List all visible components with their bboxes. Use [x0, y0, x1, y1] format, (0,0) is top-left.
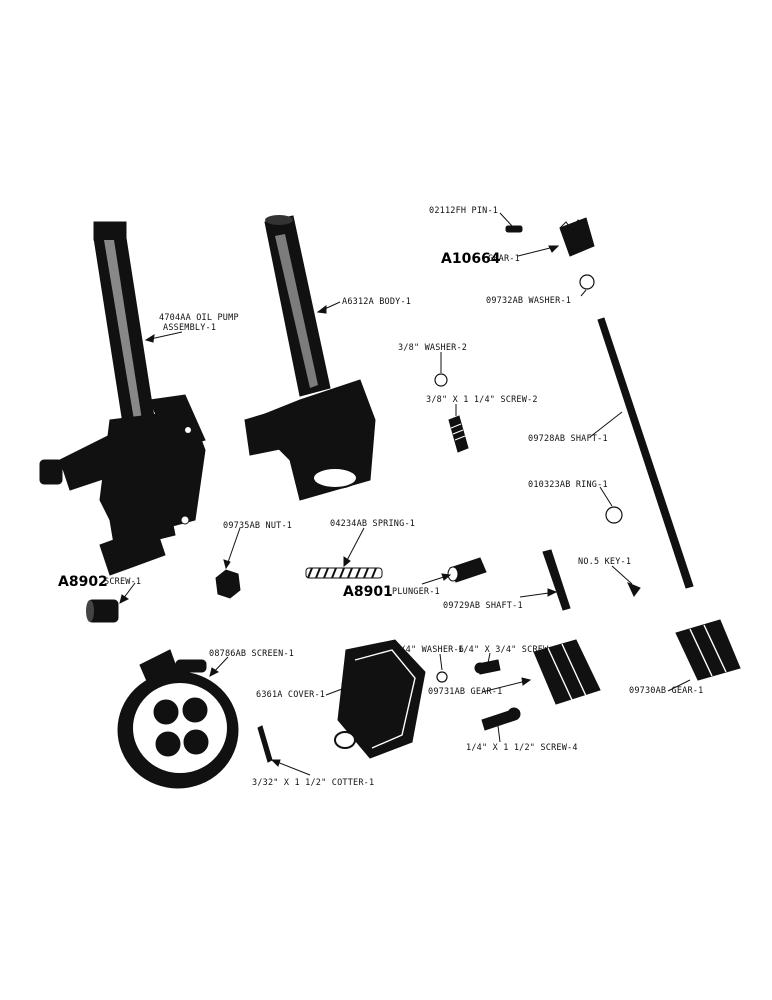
gear-a10664-part: [559, 217, 595, 257]
shaft-09728-part: [597, 317, 694, 589]
label-screw-14-112: 1/4" X 1 1/2" SCREW-4: [466, 743, 578, 753]
label-key-no5: NO.5 KEY-1: [578, 557, 631, 567]
label-gear-a10664-desc: GEAR-1: [488, 254, 520, 264]
pin-part: [505, 225, 523, 233]
washer-09732-part: [579, 274, 595, 290]
leader-lines: [119, 212, 691, 776]
label-plunger-a8901-code: A8901: [343, 584, 393, 600]
screw-14-34-part: [474, 659, 501, 675]
label-cotter: 3/32" X 1 1/2" COTTER-1: [252, 778, 374, 788]
ring-010323-part: [605, 506, 623, 524]
label-spring-04234: 04234AB SPRING-1: [330, 519, 415, 529]
label-pin: 02112FH PIN-1: [429, 206, 498, 216]
label-shaft-09729: 09729AB SHAFT-1: [443, 601, 523, 611]
label-screw-14-34: 1/4" X 3/4" SCREW-5: [458, 645, 559, 655]
screen-08786-part: [117, 649, 239, 789]
washer-38-part: [434, 373, 448, 387]
key-no5-part: [627, 582, 641, 597]
spring-04234-part: [305, 567, 383, 579]
nut-09735-part: [215, 569, 241, 599]
label-cover-6361: 6361A COVER-1: [256, 690, 325, 700]
screw-14-112-part: [481, 707, 521, 731]
shaft-09729-part: [542, 549, 571, 611]
label-gear-a10664-code: A10664: [441, 251, 501, 267]
label-washer-38: 3/8" WASHER-2: [398, 343, 467, 353]
label-washer-09732: 09732AB WASHER-1: [486, 296, 571, 306]
label-nut-09735: 09735AB NUT-1: [223, 521, 292, 531]
label-screen-08786: 08786AB SCREEN-1: [209, 649, 294, 659]
oil-pump-assembly-part: [39, 221, 206, 576]
cover-6361-part: [334, 639, 426, 759]
body-part: [244, 215, 376, 501]
gear-09730-part: [675, 619, 741, 681]
screw-a8902-part: [86, 599, 119, 623]
label-washer-14: 1/4" WASHER-6: [395, 645, 464, 655]
label-screw-38: 3/8" X 1 1/4" SCREW-2: [426, 395, 538, 405]
label-ring-010323: 010323AB RING-1: [528, 480, 608, 490]
label-screw-a8902-desc: SCREW-1: [104, 577, 141, 587]
screw-38-part: [448, 415, 469, 453]
label-oil-pump-assembly-line2: ASSEMBLY-1: [163, 323, 216, 333]
label-screw-a8902-code: A8902: [58, 574, 108, 590]
label-shaft-09728: 09728AB SHAFT-1: [528, 434, 608, 444]
washer-14-part: [436, 671, 448, 683]
cotter-part: [257, 725, 273, 763]
label-plunger-a8901-desc: PLUNGER-1: [392, 587, 440, 597]
plunger-a8901-part: [447, 557, 487, 583]
label-gear-09731: 09731AB GEAR-1: [428, 687, 502, 697]
gear-09731-part: [533, 639, 601, 705]
label-oil-pump-assembly-line1: 4704AA OIL PUMP: [159, 313, 239, 323]
label-gear-09730: 09730AB GEAR-1: [629, 686, 703, 696]
label-body: A6312A BODY-1: [342, 297, 411, 307]
